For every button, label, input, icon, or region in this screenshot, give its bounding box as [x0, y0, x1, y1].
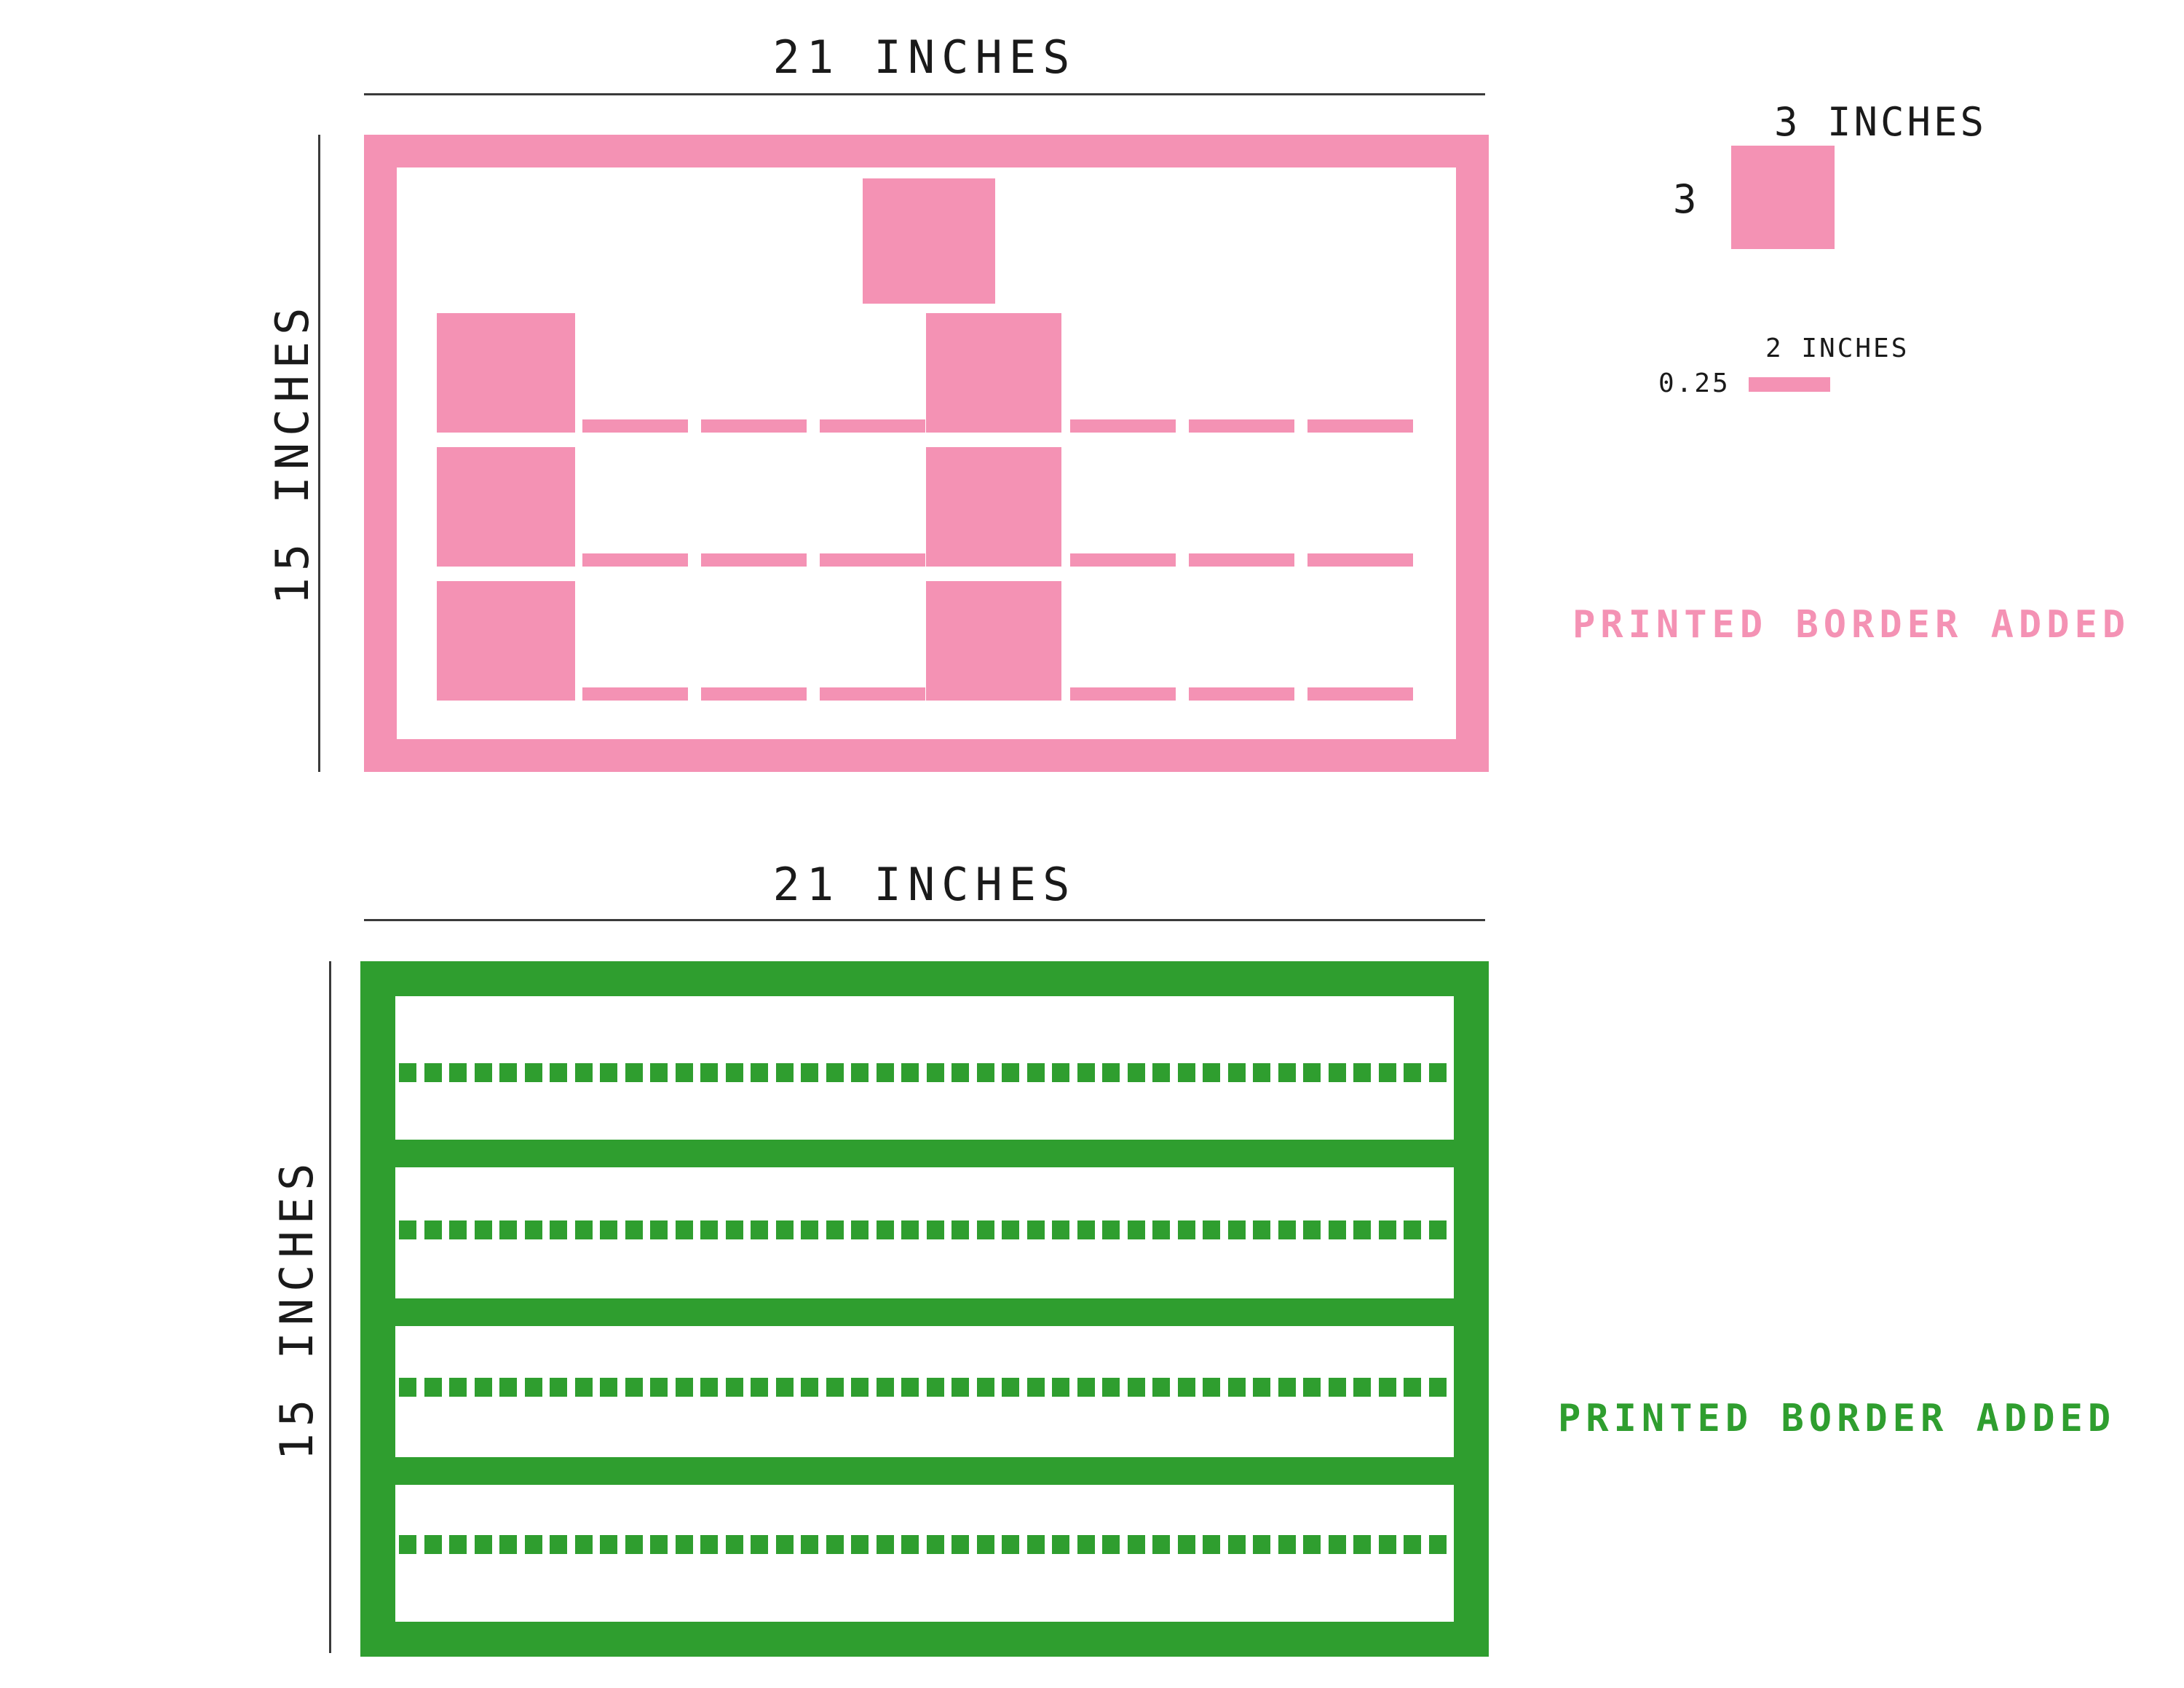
- pink-height-dimension-line: [318, 135, 320, 772]
- legend-square-side-label: 3: [1673, 176, 1700, 222]
- pink-width-label: 21 INCHES: [772, 31, 1077, 84]
- green-printed-border-note: PRINTED BORDER ADDED: [1558, 1397, 2116, 1440]
- legend-square-label: 3 INCHES: [1773, 99, 1987, 145]
- green-height-dimension-line: [329, 961, 331, 1653]
- pink-width-dimension-line: [364, 93, 1485, 95]
- green-quilt-border-frame: [360, 961, 1489, 1657]
- green-width-label: 21 INCHES: [772, 858, 1077, 911]
- legend-dash-swatch: [1749, 377, 1830, 392]
- green-height-label: 15 INCHES: [270, 1156, 323, 1461]
- green-width-dimension-line: [364, 919, 1485, 921]
- legend-dash-label: 2 INCHES: [1765, 334, 1910, 363]
- legend-square-swatch: [1731, 146, 1835, 249]
- legend-dash-side-label: 0.25: [1658, 368, 1730, 398]
- pink-height-label: 15 INCHES: [266, 301, 319, 605]
- pink-printed-border-note: PRINTED BORDER ADDED: [1572, 603, 2131, 647]
- pink-quilt-border-frame: [364, 135, 1489, 772]
